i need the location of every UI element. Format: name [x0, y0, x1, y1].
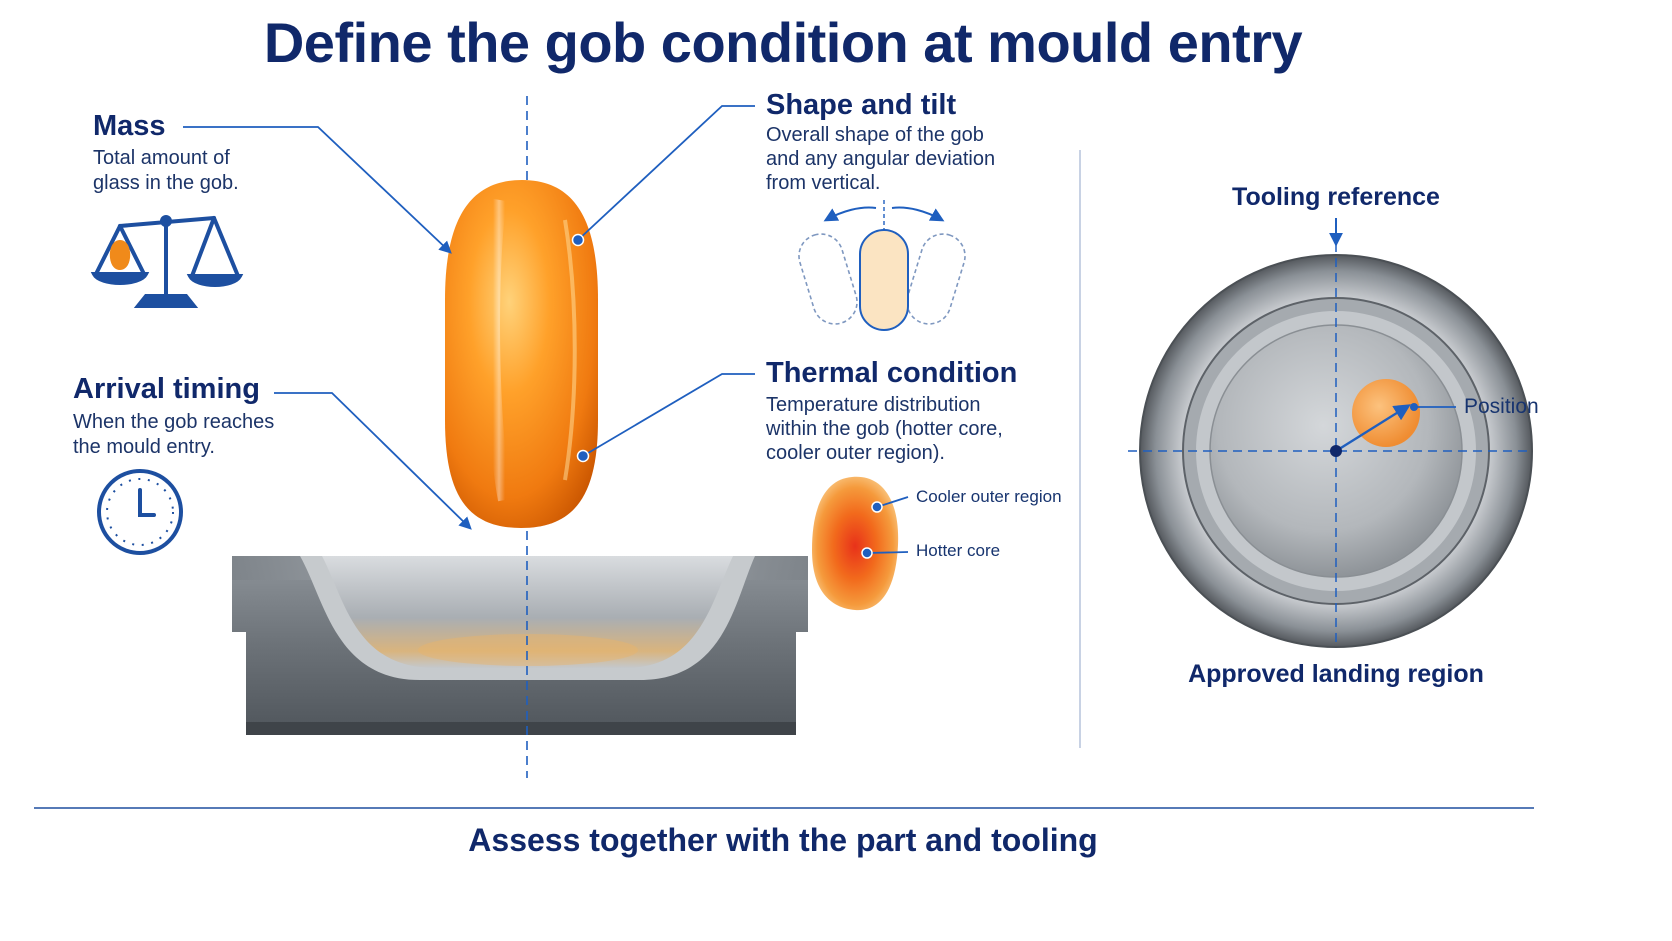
shape-heading: Shape and tilt: [766, 89, 957, 121]
tilt-diagram: [798, 200, 966, 331]
thermal-description-line-1: Temperature distribution: [766, 394, 981, 416]
shape-description-line-3: from vertical.: [766, 172, 881, 194]
mass-heading: Mass: [93, 110, 166, 142]
thermal-heading: Thermal condition: [766, 357, 1018, 389]
shape-description-line-2: and any angular deviation: [766, 148, 996, 170]
arrival-heading: Arrival timing: [73, 373, 260, 405]
connector-lines: [183, 105, 755, 530]
tooling-ring: [1128, 218, 1533, 648]
gob: [445, 180, 598, 528]
tooling-reference-label: Tooling reference: [1232, 183, 1440, 211]
mass-description-line-1: Total amount of: [93, 147, 230, 169]
arrival-description-line-2: the mould entry.: [73, 436, 215, 458]
cooler-region-label: Cooler outer region: [916, 487, 1062, 506]
page-title: Define the gob condition at mould entry: [263, 11, 1303, 74]
approved-landing-label: Approved landing region: [1188, 660, 1484, 688]
balance-scale-icon: [90, 215, 244, 308]
thermal-description-line-2: within the gob (hotter core,: [766, 418, 1003, 440]
thermal-gob: [812, 476, 909, 611]
shape-description-line-1: Overall shape of the gob: [766, 124, 984, 146]
mould-block: [232, 556, 808, 735]
mass-description-line-2: glass in the gob.: [93, 172, 239, 194]
clock-icon: [97, 469, 183, 555]
hotter-core-label: Hotter core: [916, 541, 1001, 560]
thermal-description-line-3: cooler outer region).: [766, 442, 945, 464]
footer-text: Assess together with the part and toolin…: [468, 822, 1098, 858]
arrival-description-line-1: When the gob reaches: [73, 411, 275, 433]
position-label: Position: [1464, 395, 1539, 418]
